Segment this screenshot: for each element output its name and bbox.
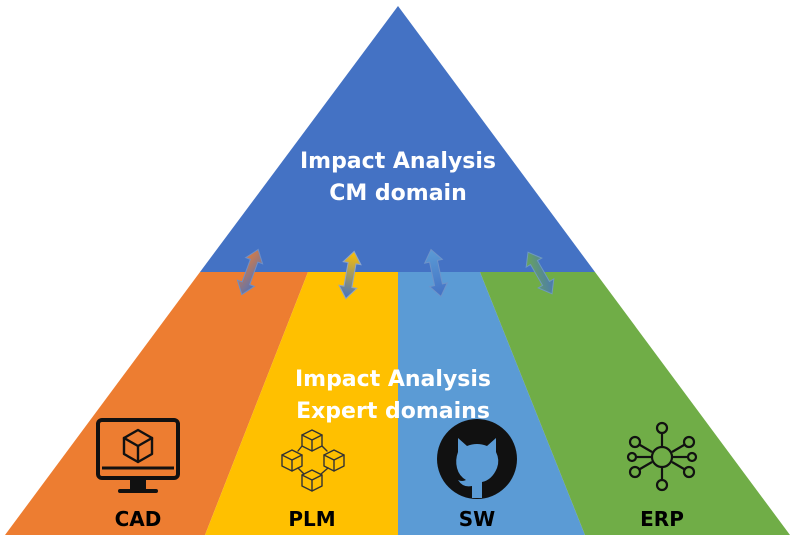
cad-segment xyxy=(5,272,308,535)
github-octocat-icon xyxy=(437,419,517,499)
plm-label: PLM xyxy=(288,507,335,531)
cad-monitor-cube-icon xyxy=(96,418,180,493)
plm-segment xyxy=(205,272,398,535)
top-label-line2: CM domain xyxy=(329,181,467,206)
cad-link-arrow xyxy=(236,248,264,296)
cm-domain-triangle xyxy=(200,6,595,272)
top-label-line1: Impact Analysis xyxy=(300,149,496,174)
sw-link-arrow xyxy=(423,248,449,298)
erp-label: ERP xyxy=(640,507,684,531)
erp-link-arrow xyxy=(525,251,555,295)
plm-link-arrow xyxy=(338,250,362,300)
plm-network-cubes-icon xyxy=(281,429,345,492)
erp-hub-network-icon xyxy=(626,421,698,492)
cad-label: CAD xyxy=(115,507,162,531)
bottom-label-line2: Expert domains xyxy=(296,399,490,424)
erp-segment xyxy=(480,272,790,535)
bottom-label-line1: Impact Analysis xyxy=(295,367,491,392)
sw-label: SW xyxy=(459,507,495,531)
